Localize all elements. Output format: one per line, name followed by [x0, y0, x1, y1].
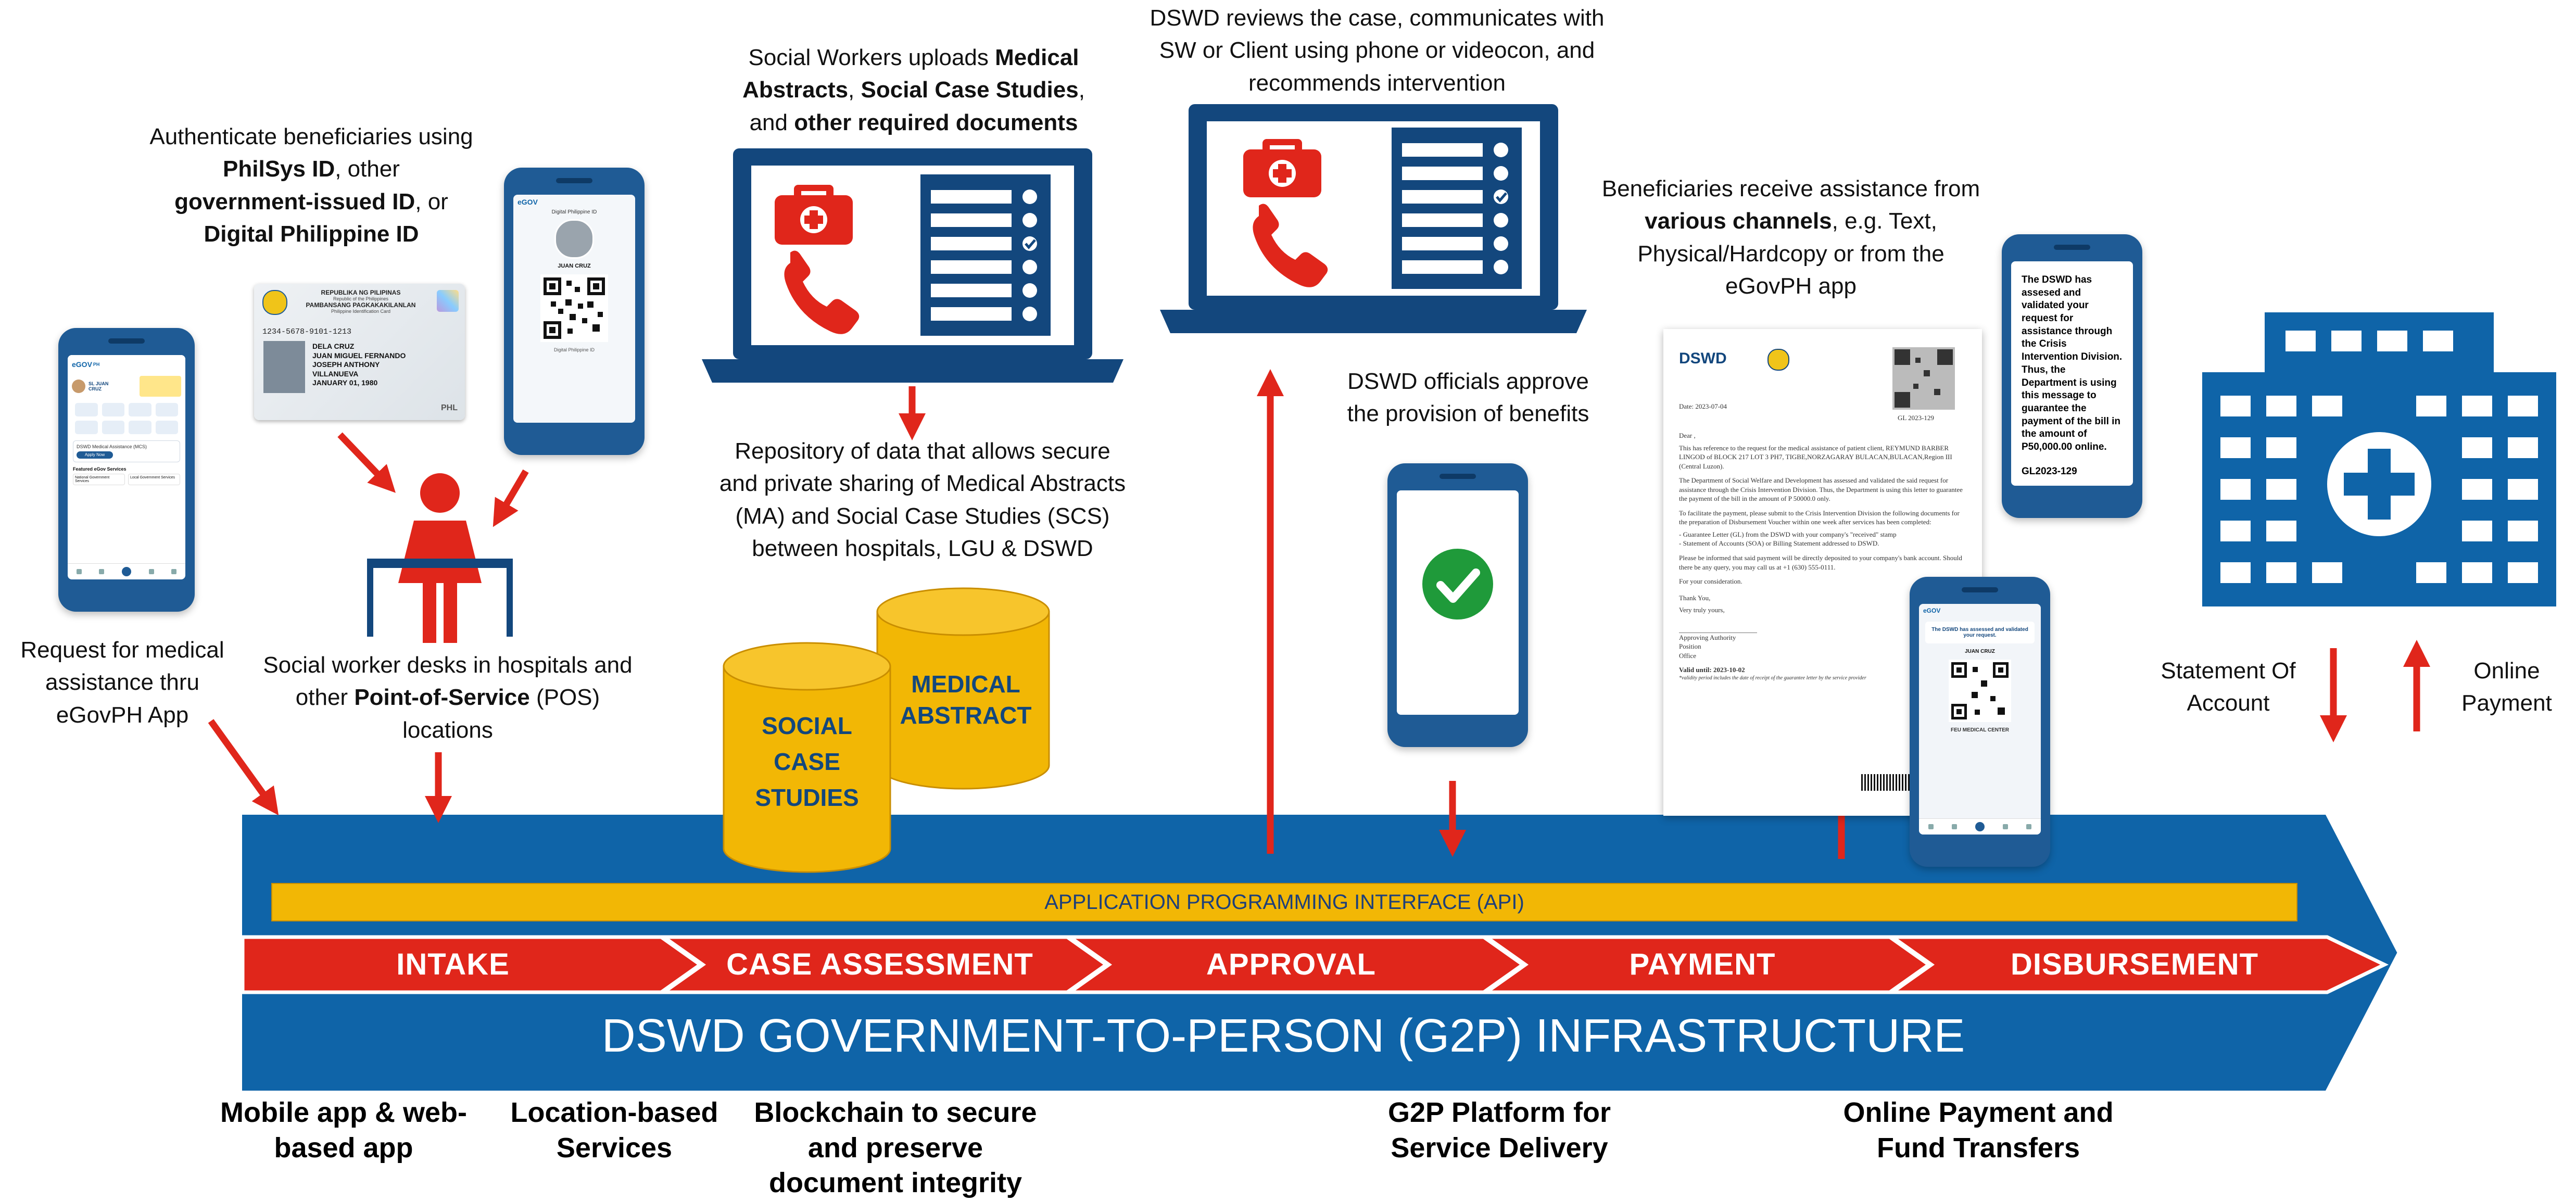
medical-abstract-label: MEDICAL ABSTRACT [900, 671, 1032, 729]
stage-intake: INTAKE [396, 947, 510, 981]
laptop-review-icon [1160, 104, 1587, 333]
sms-message: The DSWD has assesed and validated your … [2022, 274, 2123, 477]
dswd-logo: DSWD [1679, 350, 1727, 367]
bottom-g2p-platform: G2P Platform for Service Delivery [1387, 1097, 1611, 1164]
medical-abstract-cylinder [876, 587, 1050, 790]
letter-qr-code [1892, 347, 1955, 410]
caption-desks: Social worker desks in hospitals and oth… [263, 652, 633, 743]
stage-chevrons [241, 935, 2389, 994]
stage-approval: APPROVAL [1206, 947, 1376, 981]
stage-case-assessment: CASE ASSESSMENT [726, 947, 1033, 981]
egov-brand: eGOV [72, 360, 92, 369]
digital-id-phone: eGOV Digital Philippine ID JUAN CRUZ Dig… [504, 168, 645, 455]
social-worker-desk-icon [367, 473, 513, 643]
laptop-upload-icon [702, 148, 1123, 383]
phone-handset-icon [1253, 204, 1328, 287]
medical-assistance-card[interactable]: DSWD Medical Assistance (MCS) Apply Now [73, 440, 180, 462]
check-circle-icon [1422, 549, 1493, 620]
apply-now-button[interactable]: Apply Now [77, 451, 113, 459]
caption-authenticate: Authenticate beneficiaries using PhilSys… [149, 124, 473, 247]
phone-handset-icon [784, 250, 860, 334]
social-case-studies-label: SOCIAL CASE STUDIES [755, 712, 859, 811]
api-label: APPLICATION PROGRAMMING INTERFACE (API) [1044, 891, 1524, 914]
infrastructure-title: DSWD GOVERNMENT-TO-PERSON (G2P) INFRASTR… [601, 1010, 1965, 1062]
letter-barcode [1861, 774, 1918, 791]
checklist-icon [1392, 128, 1522, 289]
app-bottom-nav [68, 563, 185, 579]
stage-disbursement: DISBURSEMENT [2010, 947, 2259, 981]
caption-review: DSWD reviews the case, communicates with… [1150, 5, 1605, 96]
id-photo [263, 341, 305, 393]
dswd-seal-icon [1767, 349, 1789, 371]
bottom-location: Location-based Services [510, 1097, 718, 1164]
caption-statement: Statement Of Account [2161, 658, 2296, 716]
caption-request: Request for medical assistance thru eGov… [20, 637, 224, 728]
app-icon-grid [68, 399, 185, 438]
disbursement-app-phone: eGOV The DSWD has assessed and validated… [1910, 577, 2050, 867]
database-cylinders [723, 587, 1050, 873]
qr-code [540, 274, 608, 342]
caption-officials: DSWD officials approve the provision of … [1347, 369, 1589, 427]
ph-seal-icon [262, 290, 287, 315]
promo-card [140, 376, 181, 397]
stage-payment: PAYMENT [1629, 947, 1776, 981]
qr-code [1949, 660, 2011, 722]
approval-check-phone [1387, 463, 1528, 747]
app-bottom-nav [1919, 818, 2041, 835]
digital-id-photo [554, 219, 594, 259]
caption-receive: Beneficiaries receive assistance from va… [1601, 176, 1980, 299]
caption-repository: Repository of data that allows secure an… [719, 438, 1126, 562]
caption-social-workers: Social Workers uploads Medical Abstracts… [742, 45, 1085, 135]
id-hologram [437, 290, 459, 312]
social-case-studies-cylinder [723, 642, 891, 873]
philsys-id-card: REPUBLIKA NG PILIPINAS Republic of the P… [254, 284, 465, 420]
avatar [72, 380, 85, 393]
caption-online-payment: Online Payment [2461, 658, 2552, 716]
bottom-online-payment: Online Payment and Fund Transfers [1843, 1097, 2114, 1164]
checklist-icon [920, 174, 1051, 336]
bottom-mobile-app: Mobile app & web-based app [220, 1097, 467, 1164]
sms-phone: The DSWD has assesed and validated your … [2002, 234, 2142, 518]
hospital-building-icon [2202, 312, 2556, 606]
